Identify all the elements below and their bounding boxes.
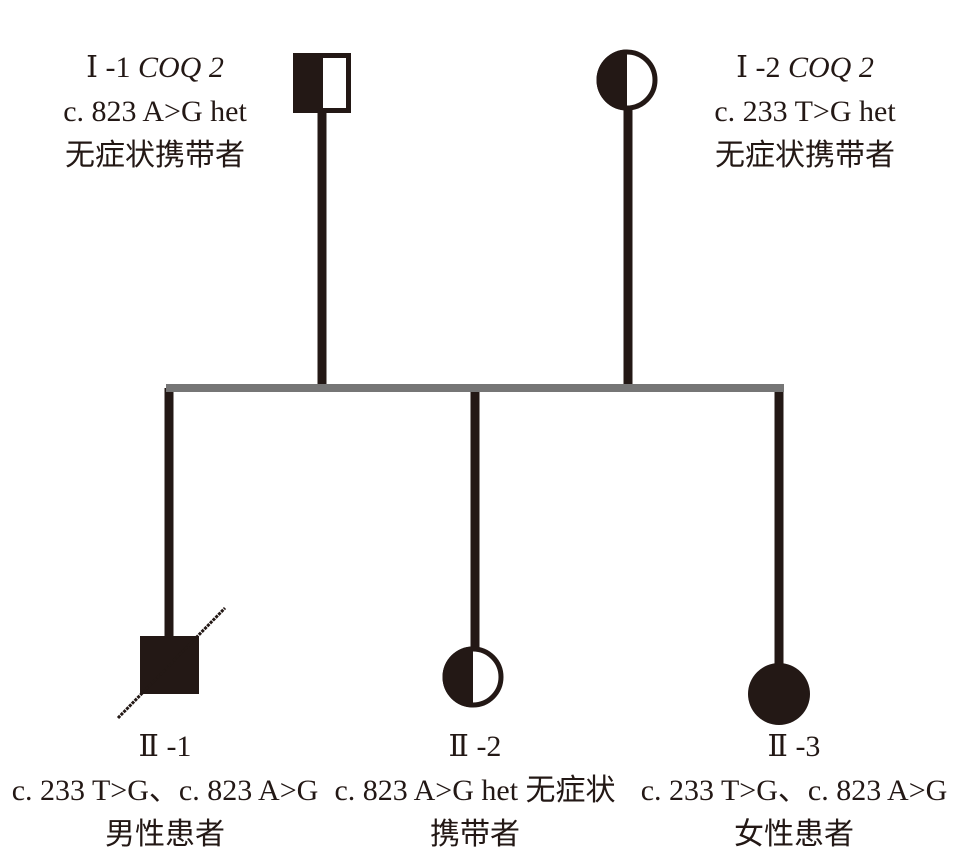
individual-II-2-symbol xyxy=(442,646,504,708)
variant-text: c. 233 T>G het xyxy=(714,95,896,128)
individual-I-2-symbol xyxy=(596,49,658,111)
variant-text: c. 233 T>G、c. 823 A>G xyxy=(11,774,319,807)
individual-II-1-symbol xyxy=(116,606,227,720)
individual-II-3-label: Ⅱ -3 c. 233 T>G、c. 823 A>G 女性患者 xyxy=(634,725,954,856)
variant-text: c. 823 A>G het xyxy=(63,95,247,128)
gene-name: COQ 2 xyxy=(788,51,874,84)
individual-id: Ⅰ -1 xyxy=(86,51,131,84)
status-note: 携带者 xyxy=(430,818,520,851)
individual-II-3-symbol xyxy=(748,663,810,725)
individual-I-1-symbol xyxy=(293,53,351,113)
status-note: 男性患者 xyxy=(105,818,225,851)
individual-II-1-label: Ⅱ -1 c. 233 T>G、c. 823 A>G 男性患者 xyxy=(5,725,325,856)
individual-id: Ⅱ -2 xyxy=(448,730,502,763)
status-note: 女性患者 xyxy=(734,818,854,851)
individual-id-line: Ⅰ -2 COQ 2 xyxy=(680,46,930,90)
status-note: 无症状携带者 xyxy=(715,139,895,172)
individual-id: Ⅱ -3 xyxy=(767,730,821,763)
variant-text: c. 233 T>G、c. 823 A>G xyxy=(640,774,948,807)
individual-I-2-label: Ⅰ -2 COQ 2 c. 233 T>G het 无症状携带者 xyxy=(680,46,930,178)
individual-I-1-label: Ⅰ -1 COQ 2 c. 823 A>G het 无症状携带者 xyxy=(30,46,280,178)
individual-id-line: Ⅰ -1 COQ 2 xyxy=(30,46,280,90)
gene-name: COQ 2 xyxy=(138,51,224,84)
individual-id: Ⅰ -2 xyxy=(736,51,781,84)
status-note: 无症状携带者 xyxy=(65,139,245,172)
individual-II-2-label: Ⅱ -2 c. 823 A>G het 无症状 携带者 xyxy=(320,725,630,856)
deceased-slash xyxy=(116,606,227,720)
individual-id: Ⅱ -1 xyxy=(138,730,192,763)
variant-text: c. 823 A>G het 无症状 xyxy=(334,774,616,807)
